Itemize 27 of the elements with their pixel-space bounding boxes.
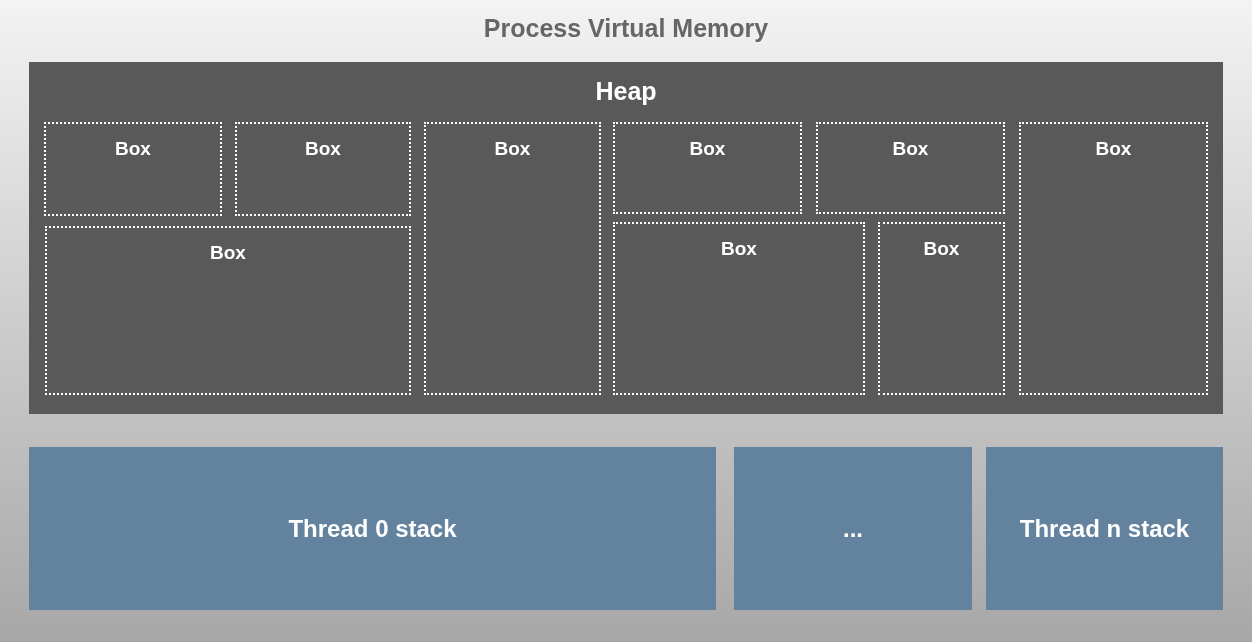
block-label: Box [209,242,247,264]
memory-block [44,122,222,216]
memory-block [613,222,865,395]
memory-block [878,222,1005,395]
diagram-title: Process Virtual Memory [482,14,770,43]
stack-block [29,447,716,610]
memory-block [45,226,411,395]
block-label: Box [922,238,961,260]
block-label: Box [891,138,930,160]
memory-block [1019,122,1208,395]
memory-block [816,122,1005,214]
block-label: Box [720,238,758,260]
block-label: Box [1094,138,1133,160]
stack-block [734,447,972,610]
memory-block [235,122,411,216]
memory-block [424,122,601,395]
stack-block [986,447,1223,610]
stack-label: Thread n stack [1019,514,1190,543]
heap-region [29,62,1223,414]
block-label: Box [493,138,532,160]
stack-label: ... [843,514,863,543]
stack-label: Thread 0 stack [288,514,457,543]
memory-block [613,122,802,214]
block-label: Box [688,138,727,160]
block-label: Box [114,138,152,160]
region-title: Heap [594,77,658,106]
block-label: Box [304,138,342,160]
